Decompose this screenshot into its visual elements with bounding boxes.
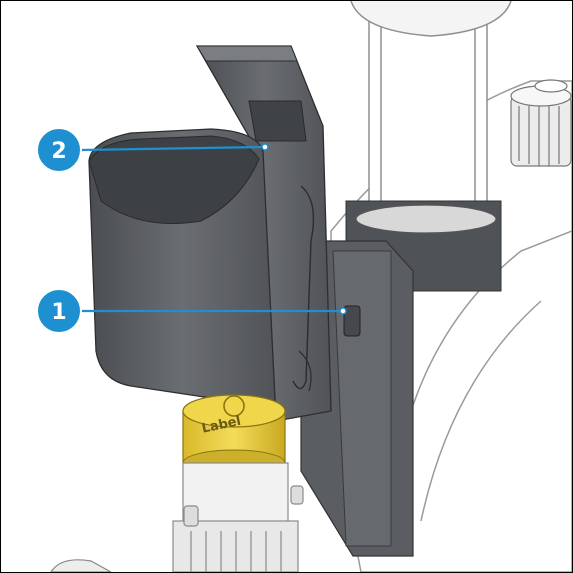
bottom-left-ring [50, 559, 112, 572]
callout-1-number: 1 [51, 300, 66, 325]
callout-2-number: 2 [51, 139, 66, 164]
callout-2: 2 [36, 127, 269, 173]
callout-2-leader [80, 145, 264, 152]
cup-holder [88, 128, 277, 422]
tube-sleeve [195, 45, 332, 422]
callout-1: 1 [36, 288, 347, 334]
tube-body [172, 462, 304, 572]
callout-2-badge [36, 127, 82, 173]
threaded-cap [510, 79, 572, 167]
callout-2-anchor [261, 143, 269, 151]
yellow-tube-cap: Label [182, 394, 286, 477]
callout-1-badge [36, 288, 82, 334]
support-column [350, 1, 512, 217]
callout-1-anchor [339, 307, 347, 315]
